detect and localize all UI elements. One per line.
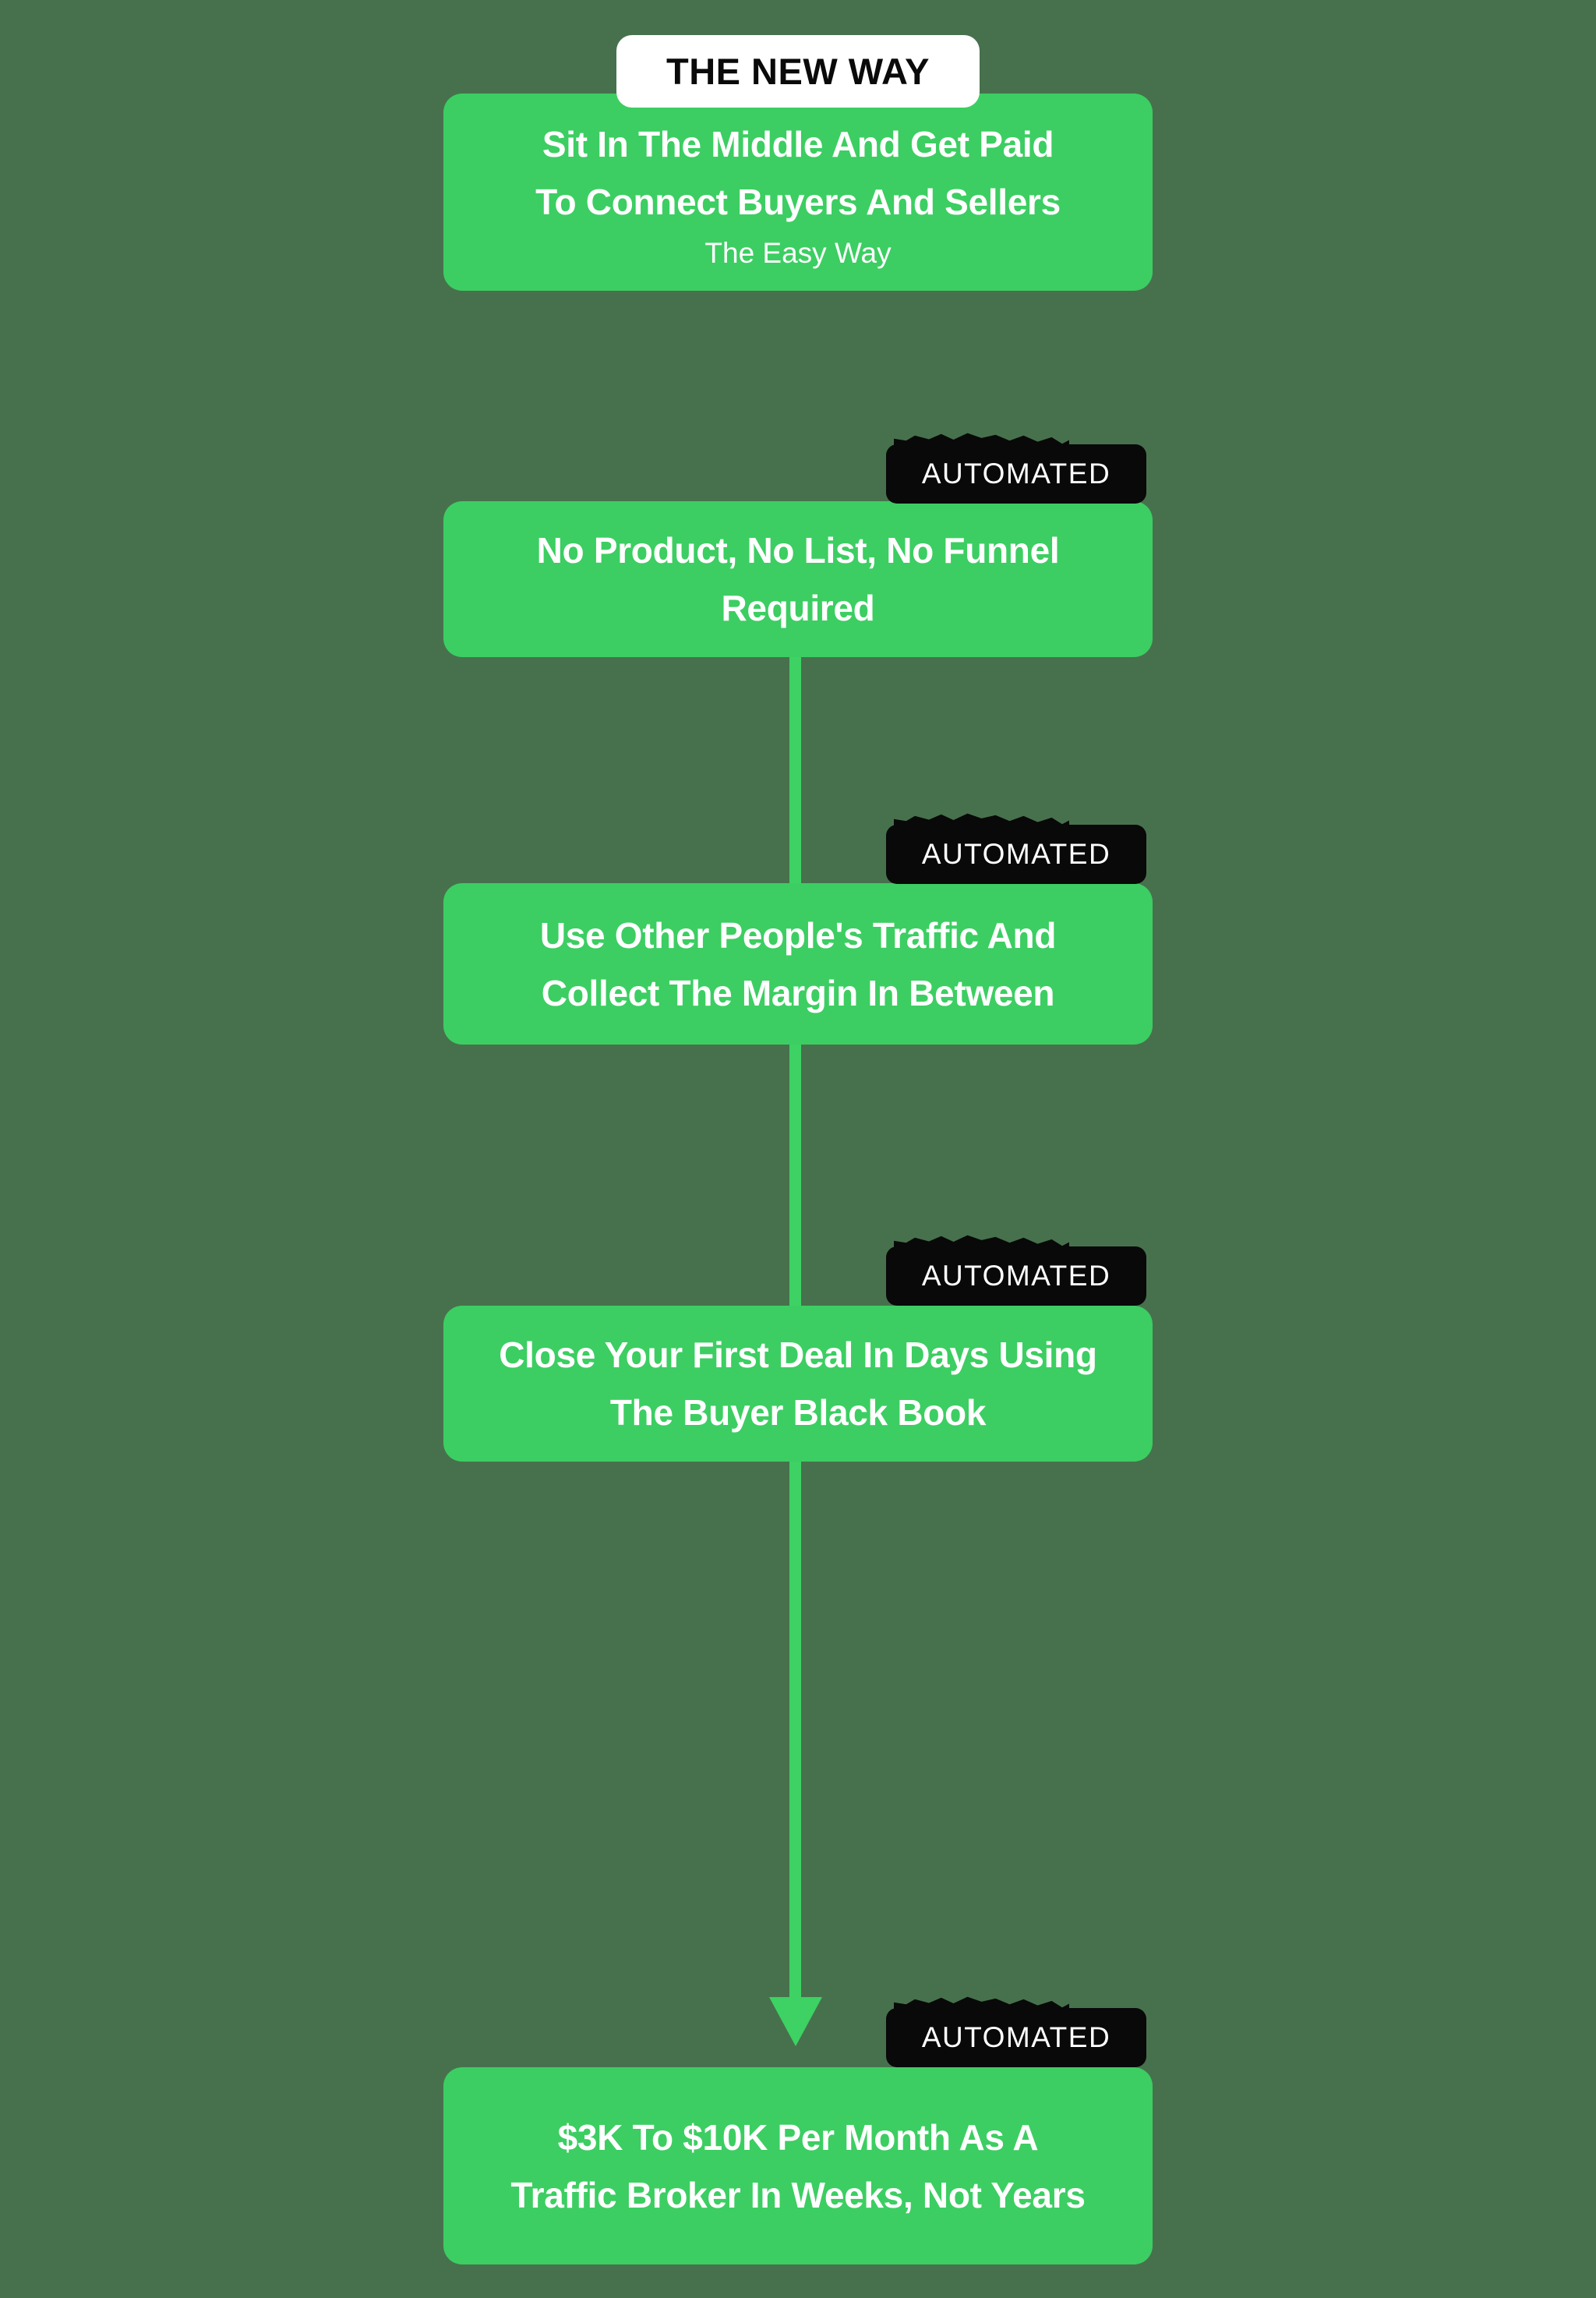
step-1-title-line-2: To Connect Buyers And Sellers	[535, 181, 1061, 222]
new-way-badge: THE NEW WAY	[616, 35, 980, 108]
step-2-title-line-2: Required	[721, 588, 875, 628]
automated-tag-4-label: AUTOMATED	[921, 2021, 1111, 2053]
step-3-title-line-1: Use Other People's Traffic And	[539, 914, 1057, 956]
step-box-3: Use Other People's Traffic And Collect T…	[443, 883, 1153, 1045]
automated-tag-3-label: AUTOMATED	[921, 1260, 1111, 1292]
step-1-title: Sit In The Middle And Get Paid To Connec…	[535, 115, 1061, 231]
arrow-down-icon	[769, 1997, 822, 2046]
automated-tag-4: AUTOMATED	[886, 2008, 1146, 2067]
step-box-1: Sit In The Middle And Get Paid To Connec…	[443, 94, 1153, 291]
step-5-title-line-2: Traffic Broker In Weeks, Not Years	[510, 2174, 1086, 2215]
step-5-title-line-1: $3K To $10K Per Month As A	[557, 2116, 1039, 2158]
automated-tag-2: AUTOMATED	[886, 825, 1146, 884]
step-2-title: No Product, No List, No Funnel Required	[537, 521, 1060, 637]
step-4-title-line-2: The Buyer Black Book	[609, 1392, 987, 1433]
connector-line-1	[789, 655, 801, 885]
step-box-4: Close Your First Deal In Days Using The …	[443, 1306, 1153, 1462]
connector-line-3	[789, 1462, 801, 1999]
automated-tag-3: AUTOMATED	[886, 1246, 1146, 1306]
automated-tag-2-label: AUTOMATED	[921, 838, 1111, 870]
connector-line-2	[789, 1045, 801, 1307]
step-3-title: Use Other People's Traffic And Collect T…	[539, 907, 1057, 1022]
step-1-subtitle: The Easy Way	[704, 236, 892, 269]
automated-tag-1-label: AUTOMATED	[921, 458, 1111, 490]
step-2-title-line-1: No Product, No List, No Funnel	[536, 530, 1060, 571]
step-box-2: No Product, No List, No Funnel Required	[443, 501, 1153, 657]
new-way-badge-label: THE NEW WAY	[666, 51, 930, 92]
step-1-title-line-1: Sit In The Middle And Get Paid	[542, 123, 1054, 164]
step-4-title-line-1: Close Your First Deal In Days Using	[499, 1335, 1097, 1375]
step-box-5: $3K To $10K Per Month As A Traffic Broke…	[443, 2067, 1153, 2264]
step-3-title-line-2: Collect The Margin In Between	[541, 972, 1055, 1013]
automated-tag-1: AUTOMATED	[886, 444, 1146, 504]
step-5-title: $3K To $10K Per Month As A Traffic Broke…	[510, 2109, 1086, 2224]
step-4-title: Close Your First Deal In Days Using The …	[499, 1326, 1097, 1441]
